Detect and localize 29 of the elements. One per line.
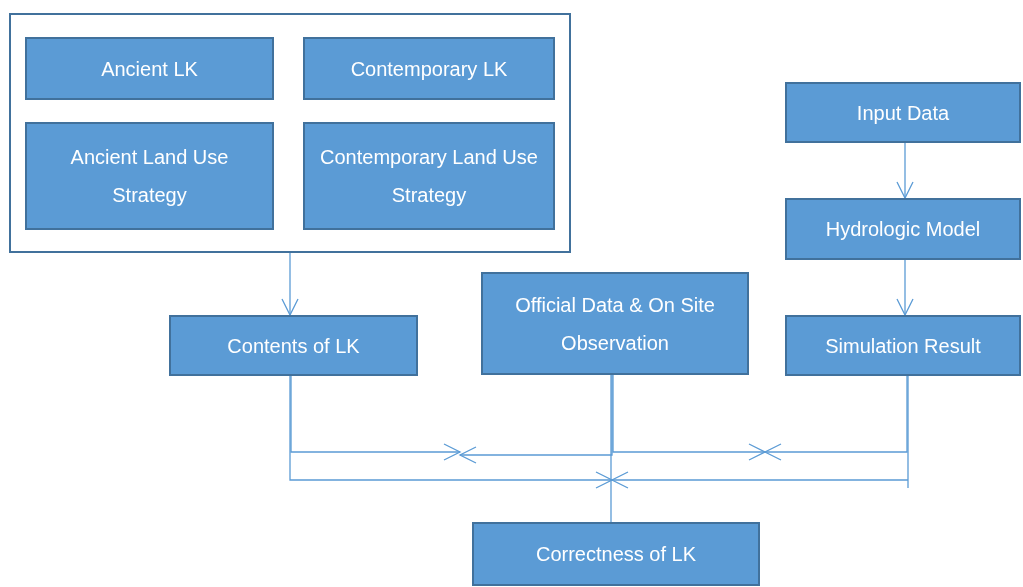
connector-arrow xyxy=(896,142,914,199)
process-box xyxy=(169,315,418,376)
box-label: Ancient LK xyxy=(101,56,198,82)
box-label: Contents of LK xyxy=(227,333,360,359)
box-label: Contemporary Land Use Strategy xyxy=(319,145,539,208)
box-label: Simulation Result xyxy=(825,333,981,359)
connector-arrow xyxy=(896,259,914,316)
box-label: Contemporary LK xyxy=(350,56,508,82)
connector-arrow xyxy=(290,375,461,461)
box-label: Ancient Land Use Strategy xyxy=(69,145,230,208)
group-frame xyxy=(9,13,571,253)
process-box xyxy=(785,198,1021,260)
box-label: Input Data xyxy=(856,100,950,126)
box-label: Hydrologic Model xyxy=(825,217,981,242)
process-box xyxy=(472,522,760,586)
process-box xyxy=(303,122,555,230)
box-label: Official Data & On Site Observation xyxy=(514,292,716,356)
process-box xyxy=(303,37,555,100)
process-box xyxy=(25,122,274,230)
connector-arrow xyxy=(612,374,766,461)
connector-arrow xyxy=(281,252,299,316)
box-label: Correctness of LK xyxy=(535,542,697,567)
connector-arrow xyxy=(764,375,908,461)
process-box xyxy=(785,82,1021,143)
process-box xyxy=(481,272,749,375)
process-box xyxy=(25,37,274,100)
connector-arrow xyxy=(289,375,613,489)
process-box xyxy=(785,315,1021,376)
connector-arrow xyxy=(611,375,909,489)
